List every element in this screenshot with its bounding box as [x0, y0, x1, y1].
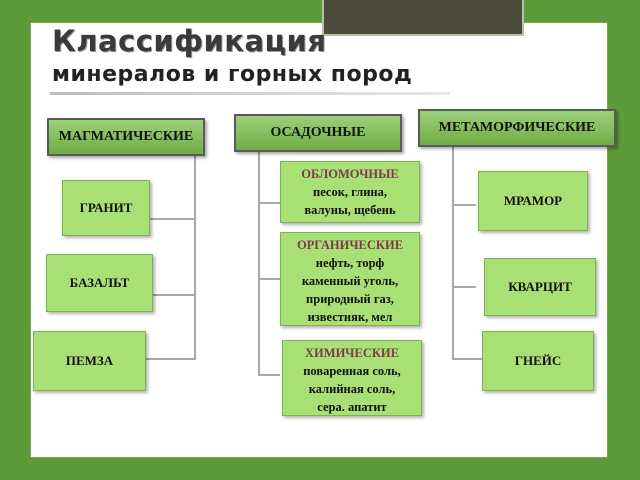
top-decor-bar: [322, 0, 524, 36]
connector: [452, 146, 454, 360]
group-name: ОРГАНИЧЕСКИЕ: [296, 238, 404, 252]
rock-marble: МРАМОР: [478, 171, 588, 231]
title-line-2: минералов и горных пород: [52, 62, 413, 87]
group-clastic: ОБЛОМОЧНЫЕ песок, глина, валуны, щебень: [280, 161, 420, 223]
rock-basalt: БАЗАЛЬТ: [46, 254, 153, 312]
rock-granite: ГРАНИТ: [62, 180, 150, 236]
connector: [152, 294, 195, 296]
group-line: валуны, щебень: [304, 203, 396, 217]
connector: [258, 278, 280, 280]
group-line: нефть, торф: [315, 256, 385, 270]
group-line: природный газ,: [306, 292, 394, 306]
group-line: сера. апатит: [317, 400, 387, 414]
group-line: известняк, мел: [307, 310, 393, 324]
group-line: калийная соль,: [308, 382, 396, 396]
group-chemical: ХИМИЧЕСКИЕ поваренная соль, калийная сол…: [282, 340, 422, 416]
header-sedimentary: ОСАДОЧНЫЕ: [234, 114, 402, 152]
connector: [194, 154, 196, 360]
group-line: песок, глина,: [313, 185, 387, 199]
group-name: ХИМИЧЕСКИЕ: [305, 346, 399, 360]
connector: [454, 204, 476, 206]
group-organic: ОРГАНИЧЕСКИЕ нефть, торф каменный уголь,…: [280, 232, 420, 326]
title-line-1: Классификация: [52, 24, 327, 58]
title-underline: [50, 92, 450, 95]
rock-pumice: ПЕМЗА: [33, 331, 146, 391]
group-name: ОБЛОМОЧНЫЕ: [301, 167, 399, 181]
connector: [454, 358, 482, 360]
connector: [145, 358, 195, 360]
group-line: поваренная соль,: [303, 364, 401, 378]
group-line: каменный уголь,: [301, 274, 399, 288]
header-magmatic: МАГМАТИЧЕСКИЕ: [47, 118, 205, 156]
connector: [454, 286, 476, 288]
rock-quartzite: КВАРЦИТ: [484, 258, 596, 316]
rock-gneiss: ГНЕЙС: [482, 331, 594, 391]
connector: [149, 218, 195, 220]
header-metamorphic: МЕТАМОРФИЧЕСКИЕ: [418, 109, 616, 147]
connector: [258, 202, 280, 204]
connector: [258, 374, 280, 376]
connector: [258, 150, 260, 376]
